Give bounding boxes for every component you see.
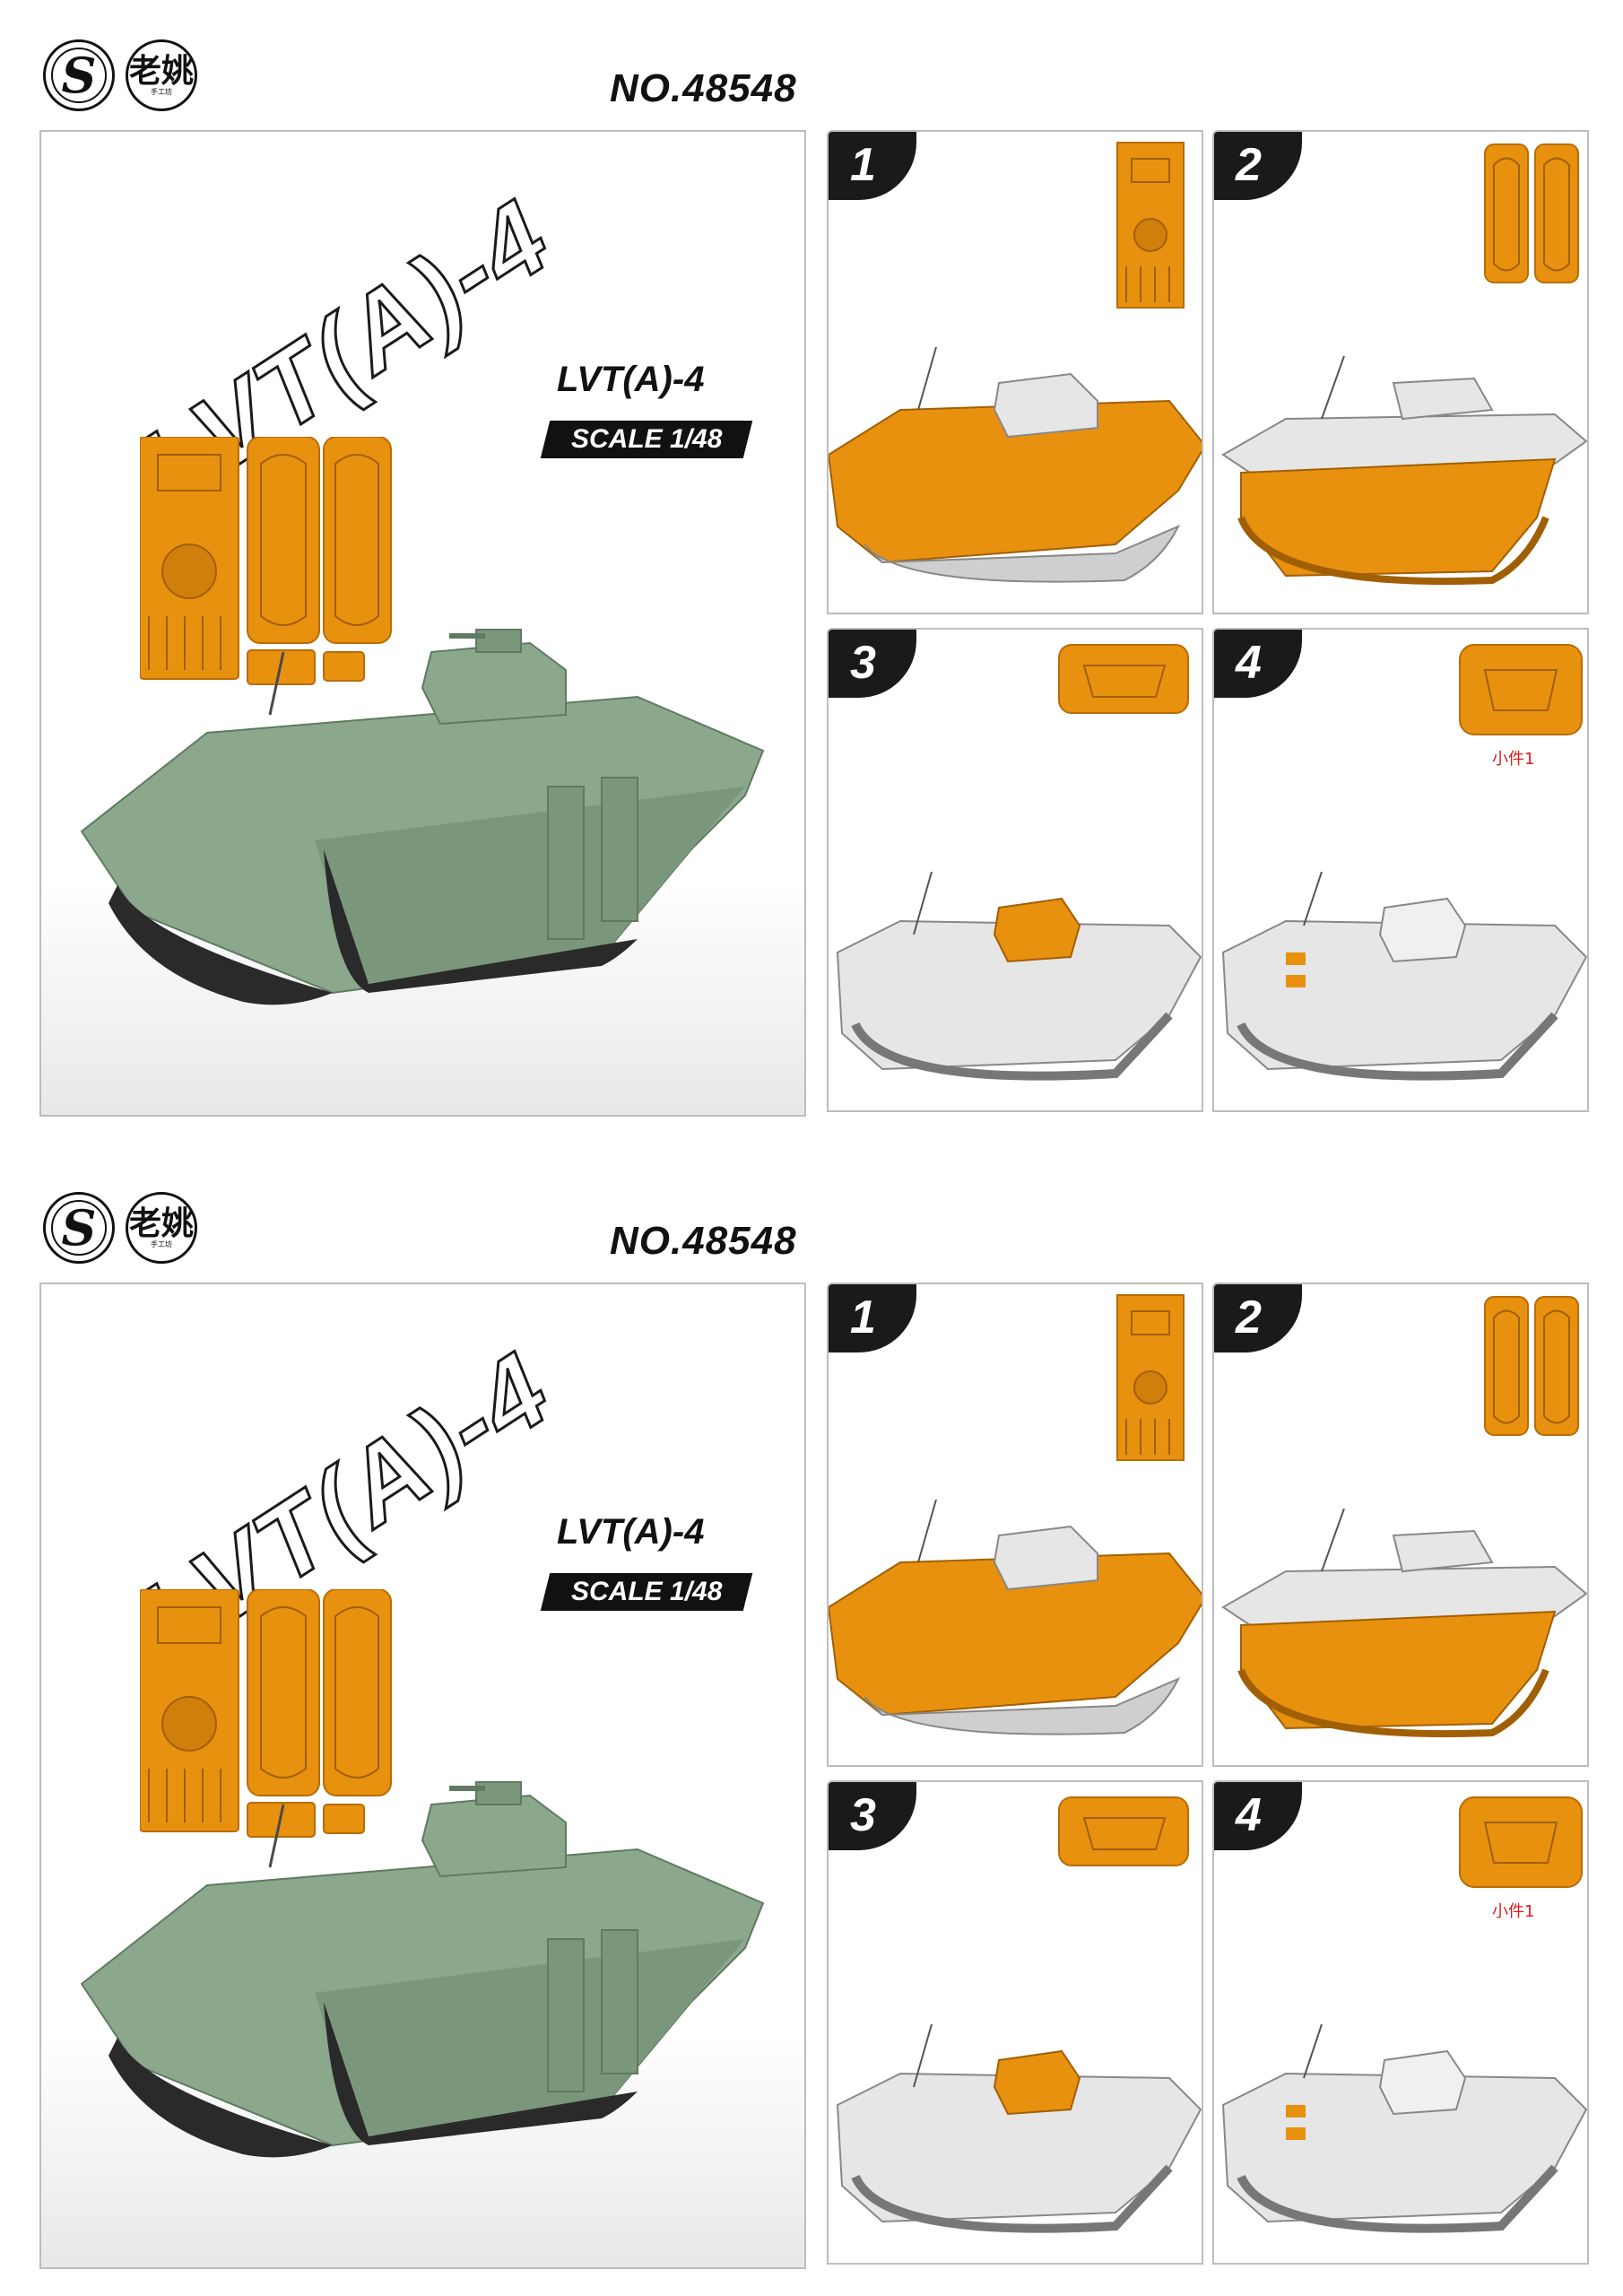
main-product-panel: LVT(A)-4 LVT(A)-4 SCALE 1/48 <box>39 130 806 1117</box>
step-4-panel: 4 小件1 <box>1212 1780 1589 2265</box>
step-1-assembly <box>829 347 1202 583</box>
step-3-panel: 3 <box>827 628 1203 1112</box>
brass-turret-part <box>1058 644 1189 714</box>
step-number-badge: 4 <box>1214 1782 1302 1850</box>
instruction-sheet-1: S 老姚 手工坊 NO.48548 LVT(A)-4 LVT(A)-4 SCAL… <box>39 39 1589 1117</box>
lvt-tank-model <box>80 629 765 1005</box>
step-number-badge: 2 <box>1214 1284 1302 1352</box>
brass-side-plates <box>1484 1296 1579 1436</box>
brand-s-logo: S <box>43 1192 115 1264</box>
step-4-assembly <box>1221 2024 1587 2233</box>
step-2-assembly <box>1221 1508 1587 1738</box>
step-3-panel: 3 <box>827 1780 1203 2265</box>
brand-s-logo: S <box>43 39 115 111</box>
lvt-tank-model <box>80 1781 765 2158</box>
product-number: NO.48548 <box>610 1219 797 1263</box>
step-number-badge: 3 <box>829 1782 916 1850</box>
brass-turret-part <box>1058 1796 1189 1866</box>
brass-small-part <box>1459 644 1583 735</box>
step-4-panel: 4 小件1 <box>1212 628 1589 1112</box>
step-number-badge: 4 <box>1214 630 1302 698</box>
model-name: LVT(A)-4 <box>557 360 705 399</box>
brass-small-part <box>1459 1796 1583 1888</box>
brass-fret-parts <box>140 1589 392 1838</box>
step-1-assembly <box>829 1500 1202 1735</box>
step-number-badge: 1 <box>829 132 916 200</box>
brass-floor-part <box>1116 142 1185 309</box>
brass-floor-part <box>1116 1294 1185 1461</box>
part-note: 小件1 <box>1492 1902 1535 1921</box>
main-product-panel: LVT(A)-4 LVT(A)-4 SCALE 1/48 <box>39 1283 806 2269</box>
step-3-assembly <box>836 872 1202 1081</box>
step-2-assembly <box>1221 355 1587 586</box>
brass-fret-parts <box>140 437 392 685</box>
product-number: NO.48548 <box>610 66 797 110</box>
step-3-assembly <box>836 2024 1202 2233</box>
step-1-panel: 1 <box>827 1283 1203 1767</box>
step-2-panel: 2 <box>1212 1283 1589 1767</box>
step-number-badge: 1 <box>829 1284 916 1352</box>
step-number-badge: 3 <box>829 630 916 698</box>
instruction-sheet-2: S 老姚 手工坊 NO.48548 LVT(A)-4 LVT(A)-4 SCAL… <box>0 1152 1623 2296</box>
step-2-panel: 2 <box>1212 130 1589 614</box>
scale-badge: SCALE 1/48 <box>540 1573 753 1611</box>
step-4-assembly <box>1221 872 1587 1081</box>
brass-side-plates <box>1484 144 1579 283</box>
calligraphy-logo: 老姚 手工坊 <box>126 1192 197 1264</box>
step-1-panel: 1 <box>827 130 1203 614</box>
part-note: 小件1 <box>1492 750 1535 769</box>
scale-badge: SCALE 1/48 <box>540 421 753 458</box>
step-number-badge: 2 <box>1214 132 1302 200</box>
model-name: LVT(A)-4 <box>557 1512 705 1552</box>
calligraphy-logo: 老姚 手工坊 <box>126 39 197 111</box>
